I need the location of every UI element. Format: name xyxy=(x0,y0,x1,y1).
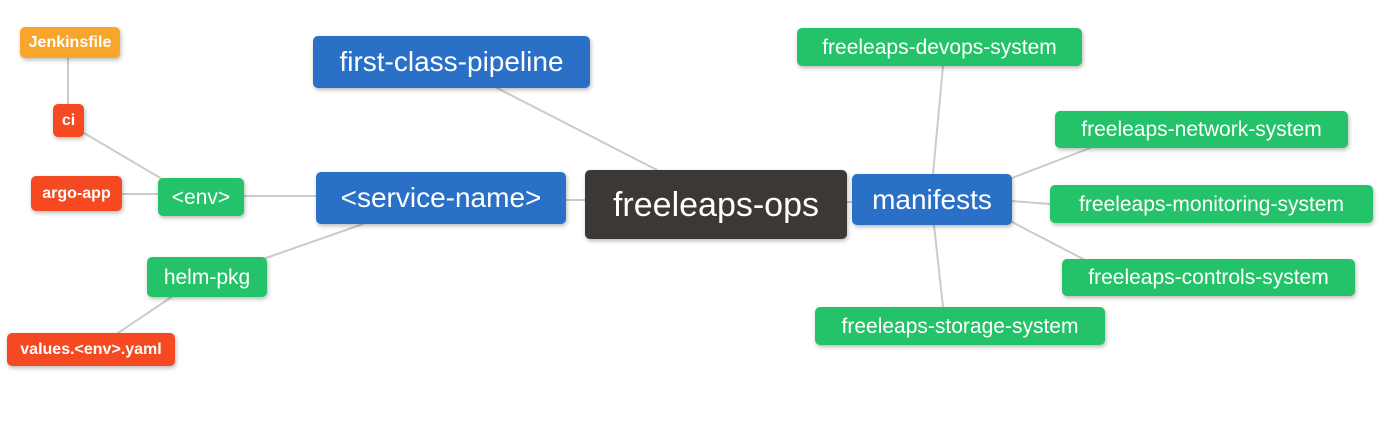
node-label: freeleaps-controls-system xyxy=(1088,266,1329,289)
node-argo-app[interactable]: argo-app xyxy=(31,176,122,211)
edge-manifests--freeleaps-controls-system xyxy=(1011,221,1086,261)
node-label: Jenkinsfile xyxy=(28,33,112,51)
node-label: <service-name> xyxy=(340,182,542,213)
node-helm-pkg[interactable]: helm-pkg xyxy=(147,257,267,297)
node-label: freeleaps-network-system xyxy=(1081,118,1322,141)
node-label: freeleaps-monitoring-system xyxy=(1079,192,1344,216)
edge-first-class-pipeline--freeleaps-ops xyxy=(496,87,658,171)
node-freeleaps-monitoring-system[interactable]: freeleaps-monitoring-system xyxy=(1050,185,1373,223)
edge-values-env-yaml--helm-pkg xyxy=(117,295,174,334)
node-freeleaps-ops[interactable]: freeleaps-ops xyxy=(585,170,847,239)
edge-manifests--freeleaps-network-system xyxy=(1011,147,1091,179)
edge-manifests--freeleaps-devops-system xyxy=(932,65,944,175)
node-label: manifests xyxy=(872,183,992,215)
node-label: freeleaps-ops xyxy=(612,185,819,224)
node-label: freeleaps-devops-system xyxy=(822,35,1057,59)
edge-manifests--freeleaps-monitoring-system xyxy=(1011,200,1051,205)
node-values-env-yaml[interactable]: values.<env>.yaml xyxy=(7,333,175,366)
node-label: first-class-pipeline xyxy=(339,46,564,77)
node-ci[interactable]: ci xyxy=(53,104,84,137)
node-service-name[interactable]: <service-name> xyxy=(316,172,566,224)
edge-ci--env xyxy=(83,132,163,180)
edge-manifests--freeleaps-storage-system xyxy=(933,224,944,308)
node-freeleaps-devops-system[interactable]: freeleaps-devops-system xyxy=(797,28,1082,66)
node-label: helm-pkg xyxy=(163,265,251,289)
node-first-class-pipeline[interactable]: first-class-pipeline xyxy=(313,36,590,88)
node-label: argo-app xyxy=(42,184,111,202)
node-label: values.<env>.yaml xyxy=(20,340,162,358)
edge-helm-pkg--service-name xyxy=(265,223,364,259)
node-manifests[interactable]: manifests xyxy=(852,174,1012,225)
node-label: freeleaps-storage-system xyxy=(841,314,1079,338)
node-freeleaps-controls-system[interactable]: freeleaps-controls-system xyxy=(1062,259,1355,296)
node-label: ci xyxy=(61,111,76,129)
node-env[interactable]: <env> xyxy=(158,178,244,216)
node-label: <env> xyxy=(171,185,231,209)
node-jenkinsfile[interactable]: Jenkinsfile xyxy=(20,27,120,58)
node-freeleaps-network-system[interactable]: freeleaps-network-system xyxy=(1055,111,1348,148)
node-freeleaps-storage-system[interactable]: freeleaps-storage-system xyxy=(815,307,1105,345)
